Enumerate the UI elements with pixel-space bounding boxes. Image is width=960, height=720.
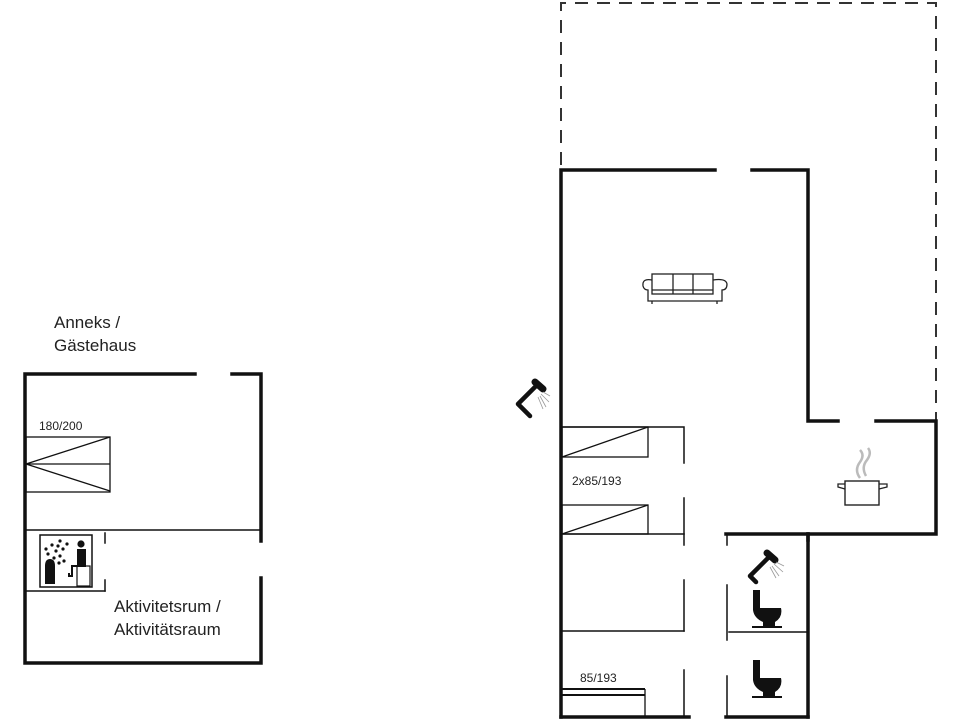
single-bed-icon — [562, 688, 646, 717]
annex-bed-dimension: 180/200 — [39, 419, 83, 433]
annex-title-line2: Gästehaus — [54, 336, 137, 355]
sauna-icon — [39, 534, 93, 588]
bedroom1-bed-dimension: 2x85/193 — [572, 474, 622, 488]
shower-icon — [747, 549, 785, 585]
annex-title-line1: Anneks / — [54, 313, 121, 332]
annex-walls — [23, 372, 263, 665]
activity-room-label-line1: Aktivitetsrum / — [114, 597, 221, 616]
terrace-outline — [560, 2, 937, 420]
toilet-icon — [752, 660, 782, 698]
outdoor-shower-icon — [515, 378, 551, 419]
bedroom2-bed-dimension: 85/193 — [580, 671, 617, 685]
activity-room-label-line2: Aktivitätsraum — [114, 620, 221, 639]
single-bed-icon — [561, 426, 649, 458]
cooking-pot-icon — [837, 447, 888, 506]
toilet-icon — [752, 590, 782, 628]
single-bed-icon — [561, 504, 649, 535]
main-house-walls — [559, 168, 938, 719]
double-bed-icon — [25, 436, 111, 493]
sofa-icon — [642, 273, 728, 304]
